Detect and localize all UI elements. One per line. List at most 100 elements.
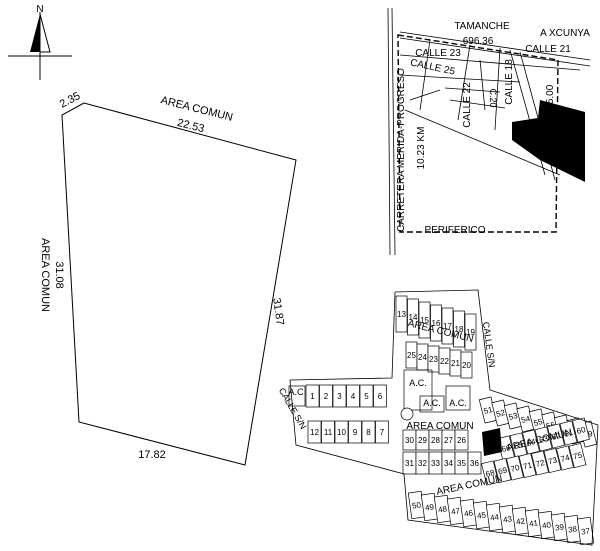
to-town-label: A XCUNYA <box>540 28 590 39</box>
lot-number: 13 <box>397 310 406 319</box>
lot-number: 60 <box>576 425 587 436</box>
lot-number: 7 <box>380 428 385 437</box>
lot-10: 10 <box>334 420 349 444</box>
lot-number: 39 <box>555 522 566 532</box>
town-label: TAMANCHE <box>454 21 510 32</box>
lot-31: 31 <box>402 451 417 475</box>
lot-19: 19 <box>464 313 477 351</box>
periferico-label: PERIFERICO <box>424 225 485 236</box>
lot-number: 54 <box>520 414 531 425</box>
lot-27: 27 <box>441 429 456 451</box>
lot-number: 51 <box>483 405 494 416</box>
ac-block-1 <box>403 369 433 411</box>
lot-number: 42 <box>516 516 527 526</box>
lot-number: 75 <box>572 450 583 461</box>
lot-61: 61 <box>559 420 578 446</box>
lot-number: 4 <box>351 392 356 401</box>
dim-right: 31.87 <box>270 297 286 326</box>
site-marker <box>512 100 585 182</box>
lot-number: 5 <box>364 392 369 401</box>
road-km-label: 10.23 KM <box>416 127 427 170</box>
lot-69: 69 <box>493 457 512 484</box>
lot-number: 17 <box>443 322 452 331</box>
lot-number: 11 <box>324 428 333 437</box>
lot-number: 48 <box>438 504 449 514</box>
dist-right-label: 365.00 <box>545 84 556 115</box>
lot-number: 56 <box>545 420 556 431</box>
lot-11: 11 <box>321 420 335 444</box>
subdivision-boundary <box>289 289 599 546</box>
lot-number: 3 <box>337 392 342 401</box>
lot-4: 4 <box>346 384 360 408</box>
calle21-label: CALLE 21 <box>525 44 571 55</box>
lot-number: 38 <box>568 524 579 534</box>
area-comun-middle: AREA COMUN <box>406 421 473 432</box>
lot-number: 10 <box>337 428 346 437</box>
lot-21: 21 <box>449 349 462 377</box>
ac-block-4 <box>288 385 306 407</box>
lot-12: 12 <box>307 420 322 444</box>
lot-63: 63 <box>534 426 553 452</box>
lot-36: 36 <box>467 451 482 475</box>
lot-number: 27 <box>444 436 453 445</box>
lot-64: 64 <box>522 429 540 455</box>
lot-2: 2 <box>319 384 333 408</box>
lot-number: 21 <box>451 359 460 368</box>
lot-16: 16 <box>430 304 442 342</box>
lot-15: 15 <box>418 301 431 339</box>
lot-number: 15 <box>420 316 429 325</box>
lot-5: 5 <box>359 384 374 408</box>
lot-number: 6 <box>378 392 383 401</box>
ac-label-4: A.C <box>288 387 304 397</box>
ac-label-3: A.C. <box>449 398 467 408</box>
lot-number: 35 <box>457 459 466 468</box>
dim-bottom: 17.82 <box>138 449 166 461</box>
lot-number: 70 <box>510 463 521 474</box>
lot-number: 37 <box>581 526 592 536</box>
ac-block-2 <box>419 395 445 413</box>
lot-number: 22 <box>440 357 449 366</box>
lot-number: 33 <box>431 459 440 468</box>
lot-number: 40 <box>542 520 553 530</box>
lot-28: 28 <box>428 429 443 451</box>
lot-71: 71 <box>518 452 537 479</box>
calle-sn-right: CALLE S/N <box>481 321 497 368</box>
calle25-label: CALLE 25 <box>409 57 456 77</box>
lot-number: 74 <box>560 453 571 464</box>
lot-number: 19 <box>466 328 475 337</box>
roundabout <box>400 407 414 421</box>
lot-number: 46 <box>464 508 475 518</box>
lot-33: 33 <box>428 451 443 475</box>
dim-top: 22.53 <box>176 117 206 135</box>
lot-number: 50 <box>412 500 423 510</box>
lot-number: 69 <box>497 465 508 476</box>
lot-37: 37 <box>576 516 595 546</box>
lot-32: 32 <box>415 451 430 475</box>
dist-top-label: 696.36 <box>463 36 494 47</box>
area-comun-left: AREA COMUN <box>39 238 51 312</box>
lot-17: 17 <box>441 307 454 345</box>
lot-number: 61 <box>563 428 574 439</box>
lot-9: 9 <box>348 420 362 444</box>
north-label: N <box>36 4 43 15</box>
parcel-outline <box>61 102 297 466</box>
lot-number: 32 <box>418 459 427 468</box>
lot-70: 70 <box>506 455 524 481</box>
ac-block-3 <box>445 385 471 411</box>
lot-number: 64 <box>526 437 537 448</box>
lot-number: 43 <box>503 514 514 524</box>
lot-68: 68 <box>481 460 499 486</box>
lot-number: 36 <box>470 459 479 468</box>
lot-number: 47 <box>451 506 462 516</box>
lot-number: 12 <box>310 428 319 437</box>
lot-35: 35 <box>454 451 469 475</box>
area-comun-bottom: AREA COMUN <box>435 473 503 498</box>
lot-number: 26 <box>457 436 466 445</box>
lot-number: 18 <box>455 325 464 334</box>
lot-60: 60 <box>572 417 590 443</box>
area-comun-top: AREA COMUN <box>159 94 234 124</box>
lot-number: 9 <box>353 428 358 437</box>
lot-number: 20 <box>462 361 471 370</box>
lot-number: 25 <box>407 351 416 360</box>
